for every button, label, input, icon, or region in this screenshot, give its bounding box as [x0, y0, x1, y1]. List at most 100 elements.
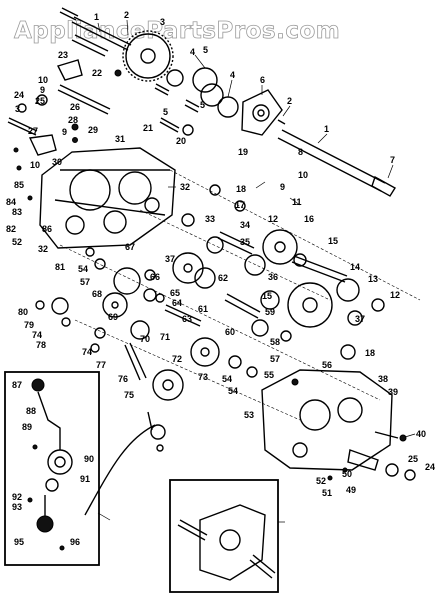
callout-15b: 15: [262, 291, 272, 301]
callout-35: 35: [240, 237, 250, 247]
callout-20: 20: [176, 136, 186, 146]
callout-15: 15: [328, 236, 338, 246]
callout-62: 66: [150, 272, 160, 282]
callout-24b: 24: [425, 462, 435, 472]
callout-2: 2: [124, 10, 129, 20]
inset-shift-lever: [4, 371, 156, 566]
callout-12: 12: [268, 214, 278, 224]
callout-48: 52: [12, 237, 22, 247]
callout-73: 77: [96, 360, 106, 370]
callout-66: 70: [140, 334, 150, 344]
callout-37: 37: [165, 254, 175, 264]
callout-7: 7: [390, 155, 395, 165]
callout-80: 84: [6, 197, 16, 207]
callout-53b: 57: [270, 354, 280, 364]
inset-assembly: [169, 479, 279, 593]
callout-3: 3: [160, 17, 165, 27]
callout-50c: 54: [228, 386, 238, 396]
callout-27: 27: [28, 126, 38, 136]
callout-71: 75: [124, 390, 134, 400]
callout-52: 56: [322, 360, 332, 370]
left-small-parts: [7, 59, 111, 201]
callout-11: 11: [292, 197, 302, 207]
callout-60: 64: [172, 298, 182, 308]
bearing-plate: [241, 89, 286, 136]
callout-17: 17: [235, 200, 245, 210]
callout-57: 61: [198, 304, 208, 314]
leader-lines: [97, 19, 416, 523]
callout-2b: 2: [287, 96, 292, 106]
callout-16: 16: [304, 214, 314, 224]
callout-4b: 4: [230, 70, 235, 80]
callout-31: 31: [115, 134, 125, 144]
callout-25b: 25: [408, 454, 418, 464]
callout-36: 36: [268, 272, 278, 282]
center-gear-train: [35, 184, 385, 401]
callout-10b: 10: [30, 160, 40, 170]
callout-91: 96: [70, 537, 80, 547]
callout-53: 57: [80, 277, 90, 287]
callout-74: 78: [36, 340, 46, 350]
callout-labels: 1 2 3 4 5 4 6 2 1 7 5 5 20 21 22 23 10 9…: [6, 10, 435, 547]
callout-28: 28: [68, 115, 78, 125]
callout-85: 89: [22, 422, 32, 432]
right-transmission-housing: [261, 369, 416, 481]
callout-5b: 5: [200, 100, 205, 110]
callout-8: 8: [298, 147, 303, 157]
callout-70b: 74: [82, 347, 92, 357]
callout-30: 30: [52, 157, 62, 167]
callout-56: 60: [225, 327, 235, 337]
top-shaft-assembly: [59, 7, 239, 136]
callout-70: 74: [32, 330, 42, 340]
callout-78: 82: [6, 224, 16, 234]
callout-21: 21: [143, 123, 153, 133]
callout-63: 67: [125, 242, 135, 252]
callout-64: 68: [92, 289, 102, 299]
callout-10: 10: [38, 75, 48, 85]
callout-3b: 3: [15, 104, 20, 114]
callout-61: 65: [170, 288, 180, 298]
callout-88: 92: [12, 492, 22, 502]
callout-82: 86: [42, 224, 52, 234]
callout-4: 4: [190, 47, 195, 57]
callout-40: 40: [416, 429, 426, 439]
callout-6: 6: [260, 75, 265, 85]
callout-51: 55: [264, 370, 274, 380]
callout-34: 34: [240, 220, 250, 230]
callout-5c: 5: [163, 107, 168, 117]
callout-25: 25: [35, 96, 45, 106]
callout-76: 80: [18, 307, 28, 317]
callout-18b: 18: [365, 348, 375, 358]
callout-48b: 52: [316, 476, 326, 486]
callout-86: 90: [84, 454, 94, 464]
callout-38: 38: [378, 374, 388, 384]
callout-33: 33: [205, 214, 215, 224]
callout-1b: 1: [324, 124, 329, 134]
callout-65: 69: [108, 312, 118, 322]
callout-14: 14: [350, 262, 360, 272]
callout-45: 49: [346, 485, 356, 495]
callout-37b: 37: [355, 314, 365, 324]
callout-58: 62: [218, 273, 228, 283]
callout-50: 54: [78, 264, 88, 274]
callout-24: 24: [14, 90, 24, 100]
callout-69: 73: [198, 372, 208, 382]
callout-32: 32: [38, 244, 48, 254]
callout-49: 53: [244, 410, 254, 420]
callout-13: 13: [368, 274, 378, 284]
callout-39: 39: [388, 387, 398, 397]
callout-87: 91: [80, 474, 90, 484]
callout-83: 87: [12, 380, 22, 390]
callout-75: 79: [24, 320, 34, 330]
callout-9b: 9: [62, 127, 67, 137]
callout-79: 83: [12, 207, 22, 217]
callout-81: 85: [14, 180, 24, 190]
callout-47: 51: [322, 488, 332, 498]
callout-19: 19: [238, 147, 248, 157]
callout-77: 81: [55, 262, 65, 272]
callout-89: 93: [12, 502, 22, 512]
callout-84: 88: [26, 406, 36, 416]
callout-72: 76: [118, 374, 128, 384]
callout-18: 18: [236, 184, 246, 194]
